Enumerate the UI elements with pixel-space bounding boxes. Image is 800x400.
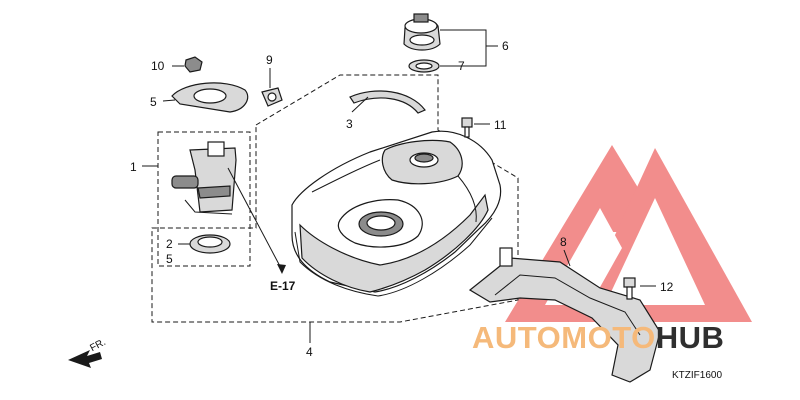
watermark-text-black: HUB	[656, 320, 725, 355]
callout-3: 3	[346, 117, 353, 131]
leader-6	[440, 29, 487, 67]
callout-4: 4	[306, 345, 313, 359]
assembly-outline	[151, 74, 519, 323]
hose-clip-9	[261, 87, 283, 107]
leader-3	[351, 96, 369, 113]
fuel-cap-6	[403, 13, 441, 51]
watermark-text: AUTOMOTOHUB	[472, 320, 724, 355]
leader-5a	[162, 99, 176, 102]
callout-11: 11	[494, 118, 507, 132]
front-arrow	[68, 350, 102, 368]
callout-12: 12	[660, 280, 674, 294]
callout-9: 9	[266, 53, 273, 67]
front-marker-label: FR.	[88, 337, 107, 354]
gasket-7	[408, 59, 440, 73]
reference-e17: E-17	[270, 279, 296, 293]
e17-arrow	[227, 167, 283, 271]
nut-10	[184, 56, 203, 73]
watermark-text-orange: AUTOMOTO	[472, 320, 656, 355]
callout-5a: 5	[150, 95, 157, 109]
callout-2: 2	[166, 237, 173, 251]
pump-subassembly-box	[157, 131, 251, 267]
bolt-11	[461, 117, 473, 138]
leader-8	[563, 249, 571, 267]
seal-2	[189, 234, 231, 254]
callout-1: 1	[130, 160, 137, 174]
diagram-code: KTZIF1600	[672, 370, 722, 381]
retainer-ring-3	[349, 90, 426, 114]
callout-10: 10	[151, 59, 165, 73]
callout-5b: 5	[166, 252, 173, 266]
callout-7: 7	[458, 59, 465, 73]
callout-6: 6	[502, 39, 509, 53]
callout-8: 8	[560, 235, 567, 249]
tank-bracket-8	[468, 247, 661, 383]
fuel-pump-1	[171, 141, 237, 215]
e17-arrowhead	[277, 264, 286, 274]
set-plate-5	[171, 82, 249, 113]
bolt-12	[623, 277, 636, 300]
fuel-tank	[291, 130, 502, 297]
